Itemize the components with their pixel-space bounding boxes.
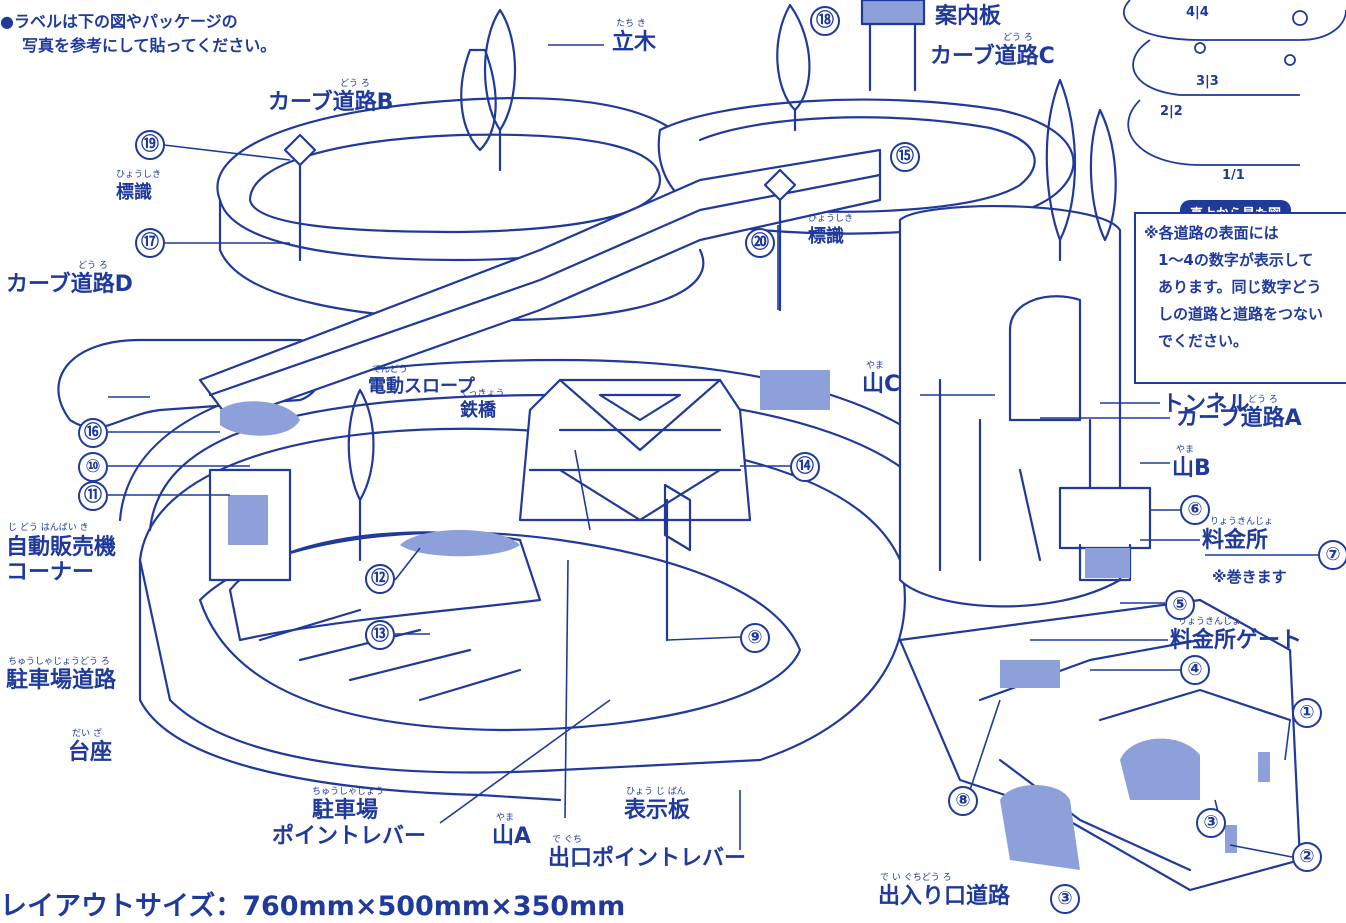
ruby-parking-lever: ちゅうしゃじょう bbox=[312, 787, 385, 797]
parking-lot bbox=[228, 531, 542, 642]
ruby-curve-c: どう ろ bbox=[1003, 33, 1033, 43]
header-note: ●ラベルは下の図やパッケージの 写真を参考にして貼ってください。 bbox=[0, 10, 276, 58]
label-dendou-slope: 電動スロープ bbox=[368, 376, 475, 397]
label-parking-lever-2: ポイントレバー bbox=[272, 824, 427, 849]
marker-15: ⑮ bbox=[890, 142, 920, 172]
ruby-yama-a: やま bbox=[496, 813, 515, 823]
truss-bridge bbox=[518, 378, 752, 522]
tree-mid bbox=[776, 3, 811, 132]
label-vending-1: 自動販売機 bbox=[6, 535, 117, 560]
topview-num-3: 3|3 bbox=[1196, 74, 1219, 89]
label-hyoujiban: 表示板 bbox=[624, 798, 691, 823]
label-yama-a: 山A bbox=[492, 824, 532, 849]
ruby-curve-b: どう ろ bbox=[340, 79, 370, 89]
label-curve-b: カーブ道路B bbox=[268, 90, 394, 115]
info-line-2: 1～4の数字が表示して bbox=[1158, 251, 1314, 269]
marker-3a: ③ bbox=[1196, 808, 1226, 838]
label-curve-c: カーブ道路C bbox=[930, 44, 1055, 69]
display-board bbox=[663, 483, 692, 642]
label-yama-c: 山C bbox=[862, 372, 901, 397]
marker-10: ⑩ bbox=[78, 452, 108, 482]
marker-3b: ③ bbox=[1050, 884, 1080, 914]
ruby-vending: じ どう はんばい き bbox=[8, 523, 89, 533]
marker-2: ② bbox=[1292, 842, 1322, 872]
info-box: ※各道路の表面には 1～4の数字が表示して あります。同じ数字どう しの道路と道… bbox=[1134, 212, 1346, 384]
ruby-curve-a: どう ろ bbox=[1248, 395, 1278, 405]
label-makimasu: ※巻きます bbox=[1212, 568, 1287, 586]
label-ryoukinjo: 料金所 bbox=[1202, 528, 1269, 553]
marker-9: ⑨ bbox=[740, 623, 770, 653]
marker-16: ⑯ bbox=[78, 418, 108, 448]
marker-14: ⑭ bbox=[790, 452, 820, 482]
tree-left bbox=[483, 8, 517, 172]
label-hyoushiki-mid: 標識 bbox=[808, 226, 844, 247]
info-line-5: でください。 bbox=[1158, 332, 1249, 350]
label-annaiban: 案内板 bbox=[935, 4, 1002, 29]
label-yama-b: 山B bbox=[1172, 456, 1211, 481]
ruby-curve-d: どう ろ bbox=[78, 261, 108, 271]
info-line-4: しの道路と道路をつない bbox=[1158, 305, 1324, 323]
marker-6: ⑥ bbox=[1180, 495, 1210, 525]
marker-7: ⑦ bbox=[1318, 540, 1346, 570]
marker-1: ① bbox=[1292, 698, 1322, 728]
topview-num-1: 1/1 bbox=[1222, 168, 1245, 183]
label-curve-a: カーブ道路A bbox=[1176, 406, 1302, 431]
marker-19: ⑲ bbox=[135, 130, 165, 160]
info-line-1: ※各道路の表面には bbox=[1144, 224, 1279, 242]
ruby-entry-road: で い ぐちどう ろ bbox=[880, 873, 952, 883]
marker-11: ⑪ bbox=[78, 481, 108, 511]
label-tachiki: 立木 bbox=[612, 30, 657, 55]
label-exit-lever: 出口ポイントレバー bbox=[548, 846, 747, 871]
label-parking-road: 駐車場道路 bbox=[6, 668, 117, 693]
ruby-hyoujiban: ひょう じ ばん bbox=[626, 787, 686, 797]
ruby-yama-b: やま bbox=[1176, 445, 1195, 455]
toll-booth bbox=[1058, 486, 1152, 550]
label-hyoushiki-left: 標識 bbox=[116, 182, 152, 203]
marker-20: ⑳ bbox=[745, 228, 775, 258]
info-line-3: あります。同じ数字どう bbox=[1158, 278, 1322, 296]
tree-right bbox=[1045, 78, 1077, 262]
marker-8: ⑧ bbox=[948, 786, 978, 816]
label-tunnel: トンネル bbox=[1162, 392, 1250, 417]
ruby-dendou: でんどう bbox=[372, 365, 408, 375]
label-ryoukinjo-gate: 料金所ゲート bbox=[1170, 628, 1303, 653]
layout-size: レイアウトサイズ：760mm×500mm×350mm bbox=[0, 891, 626, 922]
label-daiza: 台座 bbox=[68, 740, 113, 765]
tunnel bbox=[1008, 295, 1082, 422]
sign-20 bbox=[763, 168, 797, 312]
marker-12: ⑫ bbox=[365, 564, 395, 594]
label-vending-2: コーナー bbox=[6, 560, 95, 585]
ruby-exit-lever: で ぐち bbox=[552, 835, 582, 845]
topview-num-2: 2|2 bbox=[1160, 104, 1183, 119]
tree-bridge bbox=[347, 388, 375, 562]
ruby-ryoukinjo: りょうきんじょ bbox=[1210, 517, 1274, 527]
marker-4: ④ bbox=[1180, 655, 1210, 685]
ruby-daiza: だい ざ bbox=[72, 729, 102, 739]
ruby-tachiki: たち き bbox=[616, 19, 646, 29]
label-parking-lever-1: 駐車場 bbox=[312, 798, 379, 823]
sign-19 bbox=[283, 133, 317, 262]
ruby-ryoukinjo-gate: りょうきんじょ bbox=[1178, 617, 1242, 627]
ruby-tekkyou: てっきょう bbox=[460, 389, 505, 399]
label-curve-d: カーブ道路D bbox=[6, 272, 133, 297]
label-entry-road: 出入り口道路 bbox=[878, 884, 1011, 909]
ruby-hyoushiki-mid: ひょうしき bbox=[808, 214, 854, 224]
label-tekkyou: 鉄橋 bbox=[460, 400, 496, 421]
topview-num-4: 4|4 bbox=[1186, 5, 1209, 20]
marker-17: ⑰ bbox=[135, 228, 165, 258]
ruby-hyoushiki-left: ひょうしき bbox=[116, 170, 162, 180]
electric-slope bbox=[198, 148, 882, 422]
marker-5: ⑤ bbox=[1165, 590, 1195, 620]
marker-18: ⑱ bbox=[810, 6, 840, 36]
ruby-parking-road: ちゅうしゃじょうどう ろ bbox=[8, 657, 110, 667]
header-note-line1: ●ラベルは下の図やパッケージの bbox=[0, 12, 238, 31]
ruby-yama-c: やま bbox=[866, 361, 885, 371]
guide-board bbox=[860, 0, 926, 26]
header-note-line2: 写真を参考にして貼ってください。 bbox=[22, 36, 277, 55]
top-view-diagram bbox=[1123, 0, 1346, 166]
marker-13: ⑬ bbox=[365, 620, 395, 650]
